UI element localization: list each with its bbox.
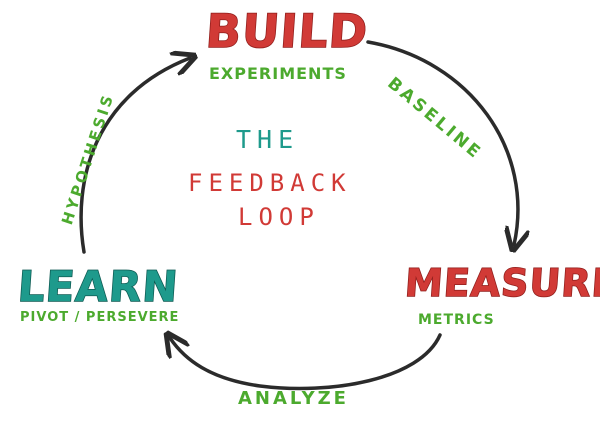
learn-node-subtitle: PIVOT / PERSEVERE bbox=[20, 310, 180, 325]
arrow-measure-to-learn bbox=[170, 335, 442, 391]
build-node-title: BUILD bbox=[203, 3, 370, 59]
build-node-subtitle: EXPERIMENTS bbox=[209, 64, 347, 83]
learn-node-title: LEARN bbox=[16, 261, 181, 312]
arrow-build-to-measure bbox=[366, 40, 518, 245]
measure-node-title: MEASURE bbox=[403, 260, 600, 306]
center-title-line3: LOOP bbox=[238, 203, 320, 231]
center-title-line2: FEEDBACK bbox=[188, 169, 352, 197]
measure-node-subtitle: METRICS bbox=[418, 312, 495, 328]
edge-label-analyze: ANALYZE bbox=[238, 388, 349, 409]
arrow-learn-to-build bbox=[79, 58, 190, 254]
center-title-line1: THE bbox=[236, 125, 300, 154]
